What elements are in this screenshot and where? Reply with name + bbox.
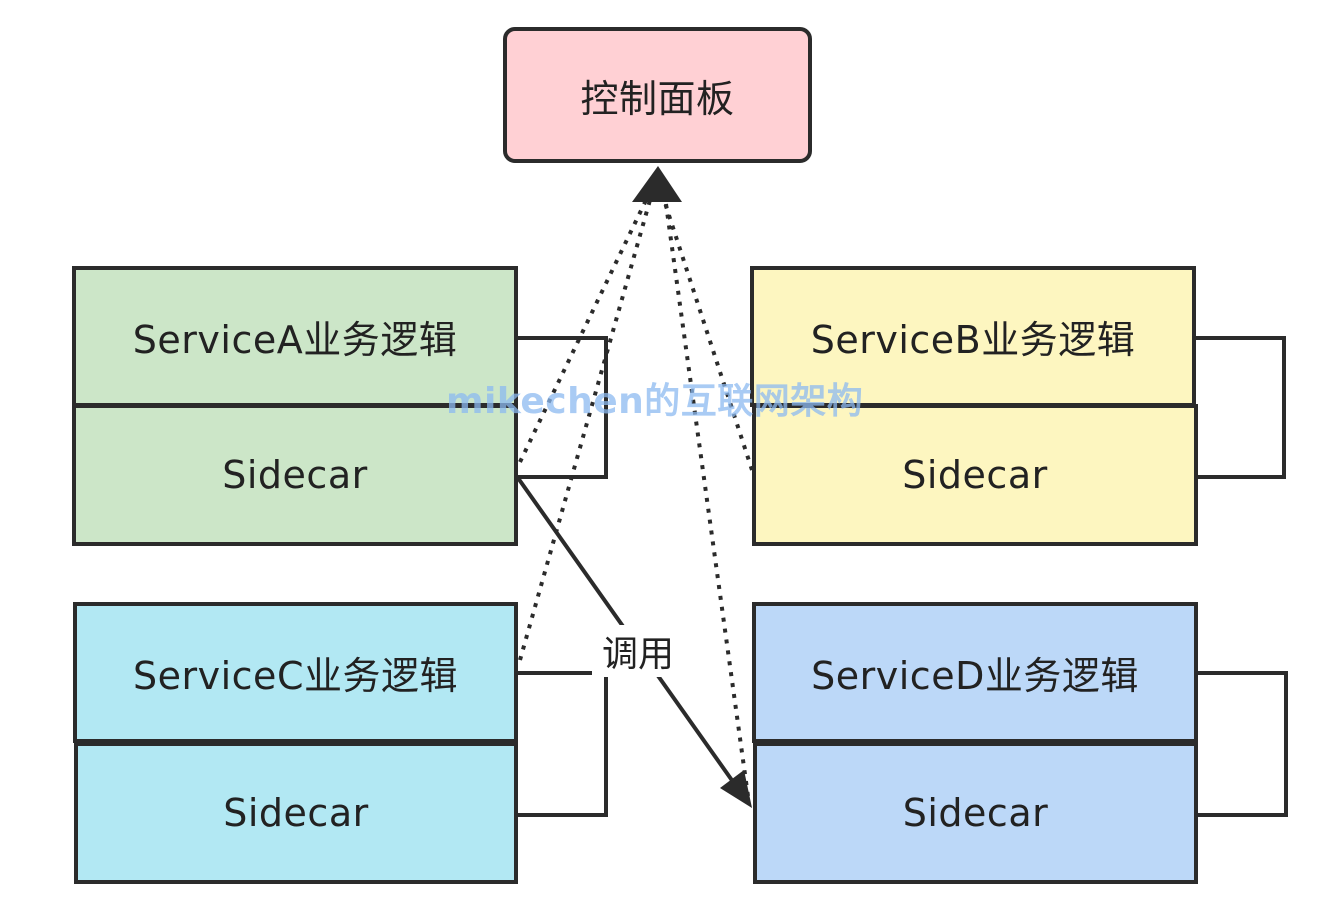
control-link-a <box>518 195 650 463</box>
connector-bracket-d <box>1198 671 1288 817</box>
control-link-d <box>664 203 750 797</box>
connector-bracket-b <box>1196 336 1286 479</box>
service-b-logic-box: ServiceB业务逻辑 <box>750 266 1196 407</box>
service-c-sidecar-box: Sidecar <box>74 742 518 884</box>
service-c-logic-box: ServiceC业务逻辑 <box>73 602 518 743</box>
connector-bracket-c <box>516 671 608 817</box>
call-label: 调用 <box>592 625 684 677</box>
control-panel-box: 控制面板 <box>503 27 812 163</box>
connector-bracket-a <box>516 336 608 479</box>
service-d-sidecar-box: Sidecar <box>753 742 1198 884</box>
service-a-sidecar-box: Sidecar <box>72 404 518 546</box>
service-b-sidecar-box: Sidecar <box>752 404 1198 546</box>
control-link-c <box>518 199 652 661</box>
service-a-logic-box: ServiceA业务逻辑 <box>72 266 518 407</box>
service-d-logic-box: ServiceD业务逻辑 <box>752 602 1198 743</box>
call-arrowhead <box>720 770 752 808</box>
control-arrowhead <box>632 166 682 202</box>
control-link-b <box>662 199 754 471</box>
watermark: mikechen的互联网架构 <box>446 381 864 422</box>
